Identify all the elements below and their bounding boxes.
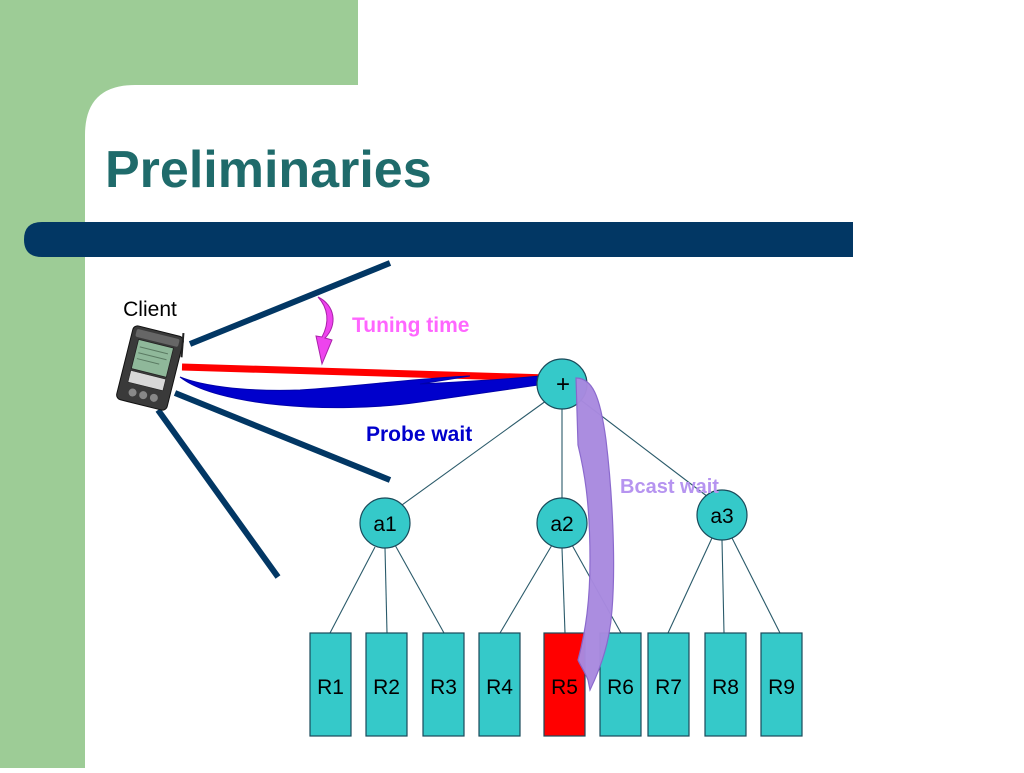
root-node-label: + bbox=[556, 371, 570, 398]
record-r5 bbox=[543, 632, 586, 737]
sidebar-green bbox=[0, 0, 85, 768]
record-label-r8: R8 bbox=[712, 676, 739, 699]
record-label-r7: R7 bbox=[655, 676, 682, 699]
record-r4 bbox=[478, 632, 521, 737]
index-node-a1 bbox=[359, 497, 411, 549]
record-label-r5: R5 bbox=[551, 676, 578, 699]
page-title: Preliminaries bbox=[105, 141, 432, 199]
record-r8 bbox=[704, 632, 747, 737]
index-node-a3 bbox=[696, 489, 748, 541]
client-fan-lines bbox=[155, 260, 392, 579]
probe-wait-label: Probe wait bbox=[366, 423, 472, 446]
index-node-label-a3: a3 bbox=[710, 505, 733, 528]
tuning-time-label: Tuning time bbox=[352, 314, 469, 337]
title-bar bbox=[24, 222, 853, 257]
record-r9 bbox=[760, 632, 803, 737]
index-node-label-a2: a2 bbox=[550, 513, 573, 536]
record-r7 bbox=[647, 632, 690, 737]
tuning-line bbox=[181, 363, 549, 382]
record-label-r6: R6 bbox=[607, 676, 634, 699]
bcast-wait-arrow bbox=[575, 377, 615, 692]
record-r3 bbox=[422, 632, 465, 737]
client-label: Client bbox=[123, 298, 177, 321]
record-r1 bbox=[309, 632, 352, 737]
corner-green bbox=[85, 0, 358, 135]
record-label-r1: R1 bbox=[317, 676, 344, 699]
record-label-r9: R9 bbox=[768, 676, 795, 699]
index-node-label-a1: a1 bbox=[373, 513, 396, 536]
index-node-a2 bbox=[536, 497, 588, 549]
bcast-wait-label: Bcast wait bbox=[620, 476, 719, 498]
record-label-r3: R3 bbox=[430, 676, 457, 699]
probe-wait-arrow bbox=[179, 375, 554, 409]
records bbox=[309, 632, 803, 737]
record-r6 bbox=[599, 632, 642, 737]
record-label-r4: R4 bbox=[486, 676, 513, 699]
record-label-r2: R2 bbox=[373, 676, 400, 699]
pda-device-icon bbox=[116, 325, 185, 411]
tuning-time-arrow bbox=[315, 296, 334, 366]
record-r2 bbox=[365, 632, 408, 737]
